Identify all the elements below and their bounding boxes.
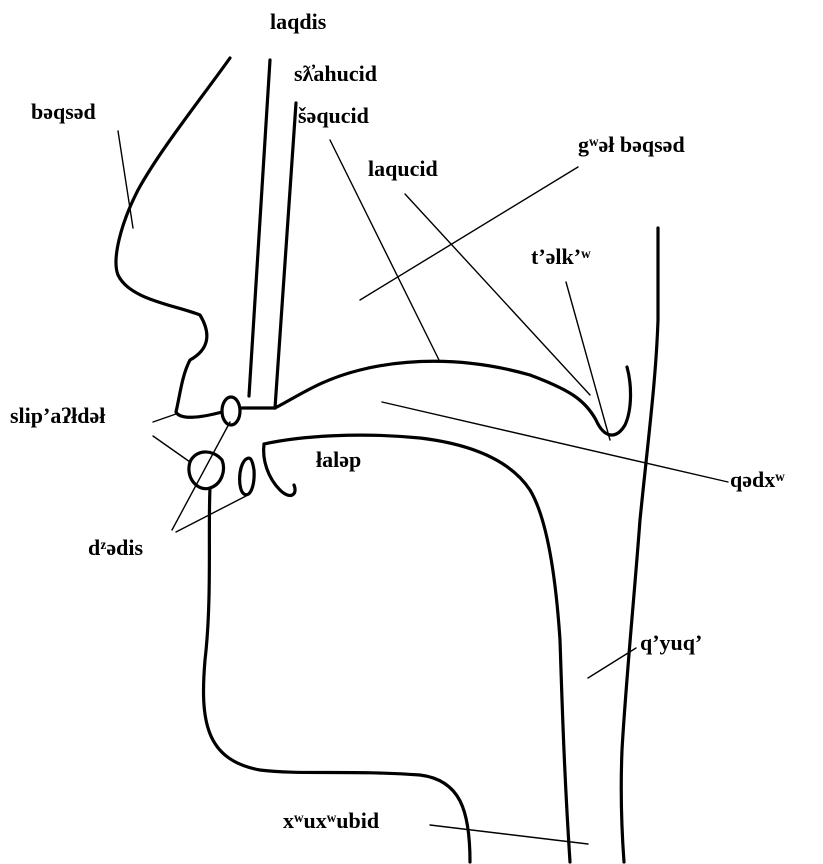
upper-lip-oval bbox=[222, 397, 240, 425]
label-nose: bəqsəd bbox=[31, 101, 96, 123]
leader-uvula bbox=[566, 282, 610, 440]
palate-outline bbox=[275, 361, 631, 435]
leader-larynx bbox=[430, 825, 588, 844]
upper-incisor-line-left bbox=[249, 60, 270, 396]
label-tongue: łaləp bbox=[316, 449, 361, 471]
leader-oral-cavity bbox=[382, 402, 728, 482]
label-teeth: dᶻədis bbox=[88, 537, 143, 559]
face-profile-outline bbox=[116, 58, 230, 417]
label-pharynx: q’yuq’ bbox=[640, 632, 702, 654]
upper-incisor-line-right bbox=[275, 103, 296, 408]
label-nasal-cavity: gʷəł bəqsəd bbox=[578, 134, 685, 156]
pharynx-back-wall bbox=[621, 228, 658, 862]
leader-lips-lower bbox=[153, 436, 190, 462]
label-soft-palate: laqucid bbox=[368, 158, 438, 180]
label-tongue-tip-root: laqdis bbox=[270, 11, 326, 33]
leader-soft-palate bbox=[405, 194, 590, 395]
label-hard-palate: šəqucid bbox=[298, 105, 369, 127]
chin-neck-outline bbox=[204, 488, 470, 862]
leader-nose bbox=[118, 131, 133, 228]
label-larynx: xʷuxʷubid bbox=[283, 810, 379, 832]
label-lips: slip’aʔłdəł bbox=[10, 405, 105, 427]
label-oral-cavity: qədxʷ bbox=[730, 469, 785, 491]
lower-lip-outline bbox=[189, 452, 224, 489]
leader-lips-upper bbox=[153, 414, 176, 422]
leader-nasal-cavity bbox=[360, 167, 578, 300]
tongue-tip-outline bbox=[264, 444, 295, 495]
tongue-surface bbox=[264, 435, 570, 862]
lower-teeth-outline bbox=[240, 458, 255, 495]
label-uvula: t’əlk’ʷ bbox=[531, 246, 591, 268]
label-alveolar-ridge: sƛ̓ahucid bbox=[294, 63, 377, 85]
